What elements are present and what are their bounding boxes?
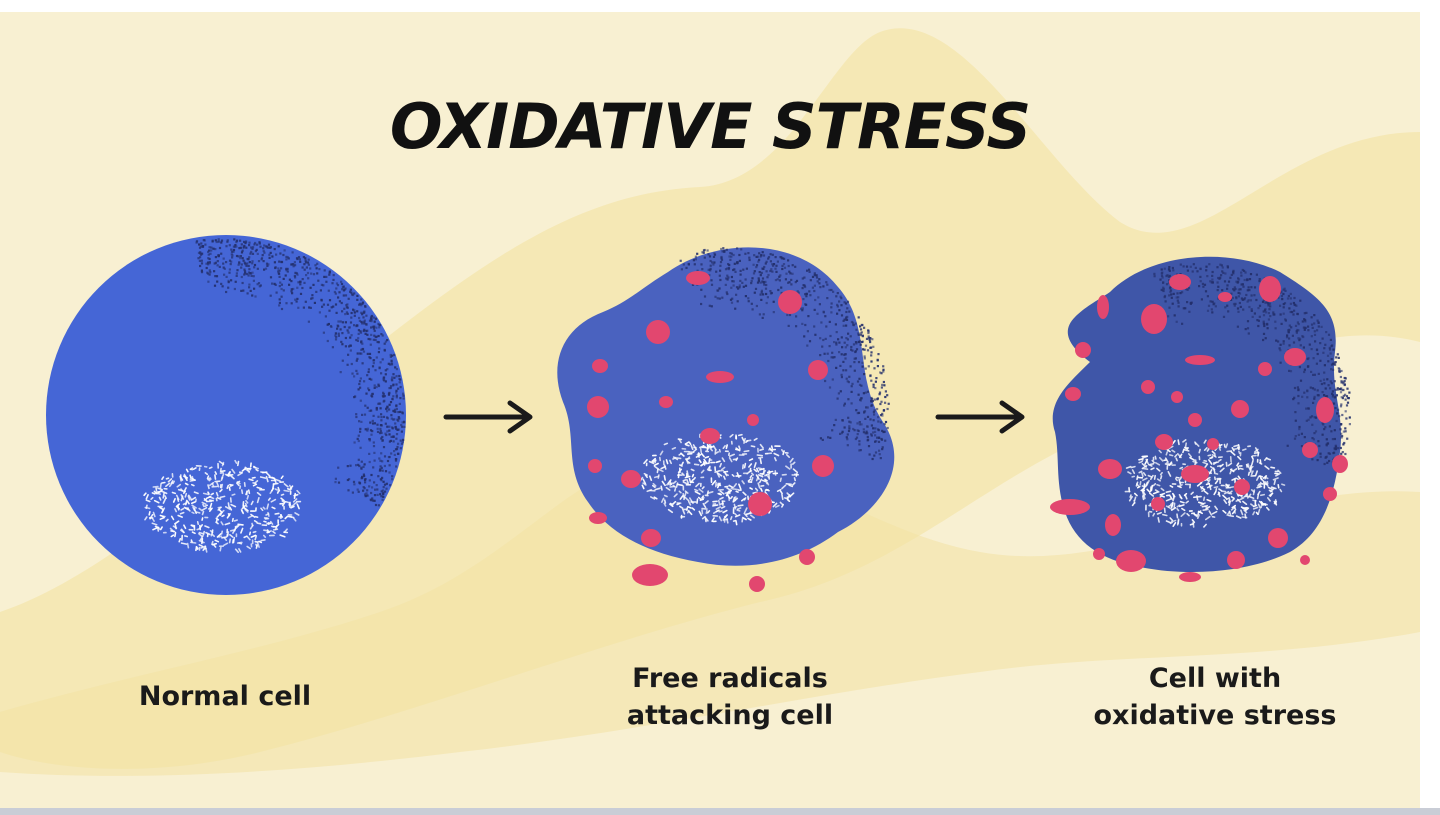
- normal-cell-nucleus: [143, 459, 302, 554]
- attacked-cell-shading: [679, 247, 890, 461]
- caption-line: oxidative stress: [1093, 700, 1337, 731]
- normal-cell-shading: [195, 238, 406, 507]
- diagram-title: OXIDATIVE STRESS: [389, 90, 1031, 163]
- caption-line: Free radicals: [632, 663, 828, 694]
- normal-cell: [46, 235, 406, 595]
- free-radicals: [587, 271, 834, 592]
- poster-background: OXIDATIVE STRESS: [0, 12, 1420, 808]
- window-edge: [1420, 0, 1440, 808]
- stressed-cell-nucleus: [1124, 439, 1286, 528]
- caption-line: attacking cell: [626, 700, 834, 731]
- normal-cell-membrane: [46, 235, 406, 595]
- stressed-cell: [1050, 256, 1351, 582]
- caption-line: Normal cell: [138, 681, 312, 712]
- oxidative-damage-spots: [1050, 274, 1348, 582]
- caption-line: Cell with: [1148, 663, 1282, 694]
- caption-normal-cell: Normal cell: [80, 678, 370, 715]
- attacked-cell-nucleus: [639, 433, 799, 526]
- arrow-icon: [443, 400, 533, 434]
- window-bottom-edge: [0, 808, 1440, 815]
- caption-oxidative-stress: Cell with oxidative stress: [1060, 660, 1370, 734]
- attacked-cell-membrane: [557, 247, 895, 566]
- background-wave-lower: [0, 456, 1420, 776]
- arrow-icon: [935, 400, 1025, 434]
- caption-free-radicals: Free radicals attacking cell: [575, 660, 885, 734]
- attacked-cell: [557, 247, 895, 592]
